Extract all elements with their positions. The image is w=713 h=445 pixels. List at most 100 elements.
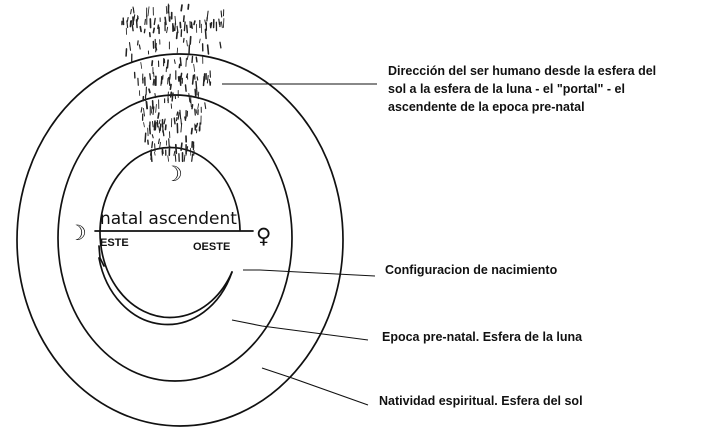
- hatch-stroke: [170, 74, 171, 79]
- hatch-stroke: [180, 110, 181, 118]
- hatch-stroke: [197, 77, 198, 80]
- hatch-stroke: [174, 151, 175, 155]
- moon-symbol-left: ☽: [68, 221, 87, 245]
- hatch-stroke: [177, 112, 178, 115]
- venus-symbol-right: ♀: [256, 224, 271, 248]
- hatch-stroke: [144, 123, 145, 127]
- hatch-stroke: [139, 45, 140, 49]
- hatch-stroke: [192, 56, 193, 62]
- hatch-stroke: [205, 103, 206, 109]
- hatch-stroke: [152, 61, 153, 66]
- hatch-stroke: [192, 154, 193, 161]
- hatch-stroke: [184, 16, 185, 22]
- hatch-stroke: [179, 65, 180, 68]
- hatch-stroke: [150, 74, 151, 80]
- hatch-stroke: [132, 25, 133, 31]
- hatch-stroke: [160, 142, 161, 148]
- hatch-stroke: [189, 94, 190, 102]
- hatch-stroke: [144, 108, 145, 116]
- hatch-stroke: [154, 18, 155, 24]
- moon-symbol-top: ☽: [164, 162, 183, 186]
- label-spiritual-nativity: Natividad espiritual. Esfera del sol: [379, 394, 583, 408]
- hatch-stroke: [205, 29, 206, 38]
- hatch-stroke: [193, 75, 194, 84]
- hatch-stroke: [177, 48, 178, 54]
- label-direction-line-2: sol a la esfera de la luna - el "portal"…: [388, 82, 625, 96]
- hatch-stroke: [156, 43, 157, 52]
- hatch-stroke: [170, 85, 171, 90]
- hatch-stroke: [181, 5, 182, 11]
- hatch-stroke: [219, 19, 220, 24]
- hatch-stroke: [145, 133, 146, 142]
- hatch-stroke: [154, 121, 155, 130]
- hatch-stroke: [153, 79, 154, 85]
- hatch-stroke: [153, 122, 154, 127]
- hatch-stroke: [198, 104, 199, 109]
- hatch-stroke: [167, 60, 168, 68]
- hatch-stroke: [186, 85, 187, 91]
- hatch-stroke: [188, 5, 189, 10]
- hatch-stroke: [187, 25, 188, 32]
- hatch-stroke: [221, 22, 222, 28]
- label-prenatal-epoch: Epoca pre-natal. Esfera de la luna: [382, 330, 583, 344]
- hatch-stroke: [191, 24, 192, 27]
- hatch-stroke: [196, 82, 197, 90]
- hatch-stroke: [127, 21, 128, 28]
- hatch-stroke: [180, 77, 181, 86]
- hatch-stroke: [195, 89, 196, 97]
- hatch-stroke: [176, 145, 177, 154]
- hatch-stroke: [171, 92, 172, 97]
- hatch-stroke: [159, 139, 160, 144]
- hatch-stroke: [168, 156, 169, 162]
- leader-nativity: [262, 368, 368, 405]
- hatch-stroke: [152, 135, 153, 138]
- hatch-stroke: [191, 100, 192, 107]
- hatch-stroke: [196, 57, 197, 62]
- label-birth-configuration: Configuracion de nacimiento: [385, 263, 558, 277]
- hatch-stroke: [144, 29, 145, 32]
- hatch-stroke: [148, 7, 149, 16]
- hatch-stroke: [138, 41, 139, 45]
- hatch-stroke: [192, 105, 193, 109]
- hatch-stroke: [127, 18, 128, 22]
- hatch-stroke: [159, 120, 160, 124]
- hatch-stroke: [162, 148, 163, 153]
- hatch-stroke: [192, 129, 193, 134]
- hatch-stroke: [221, 11, 222, 17]
- hatch-stroke: [145, 19, 146, 24]
- hatch-stroke: [153, 28, 154, 32]
- hatch-stroke: [196, 124, 197, 127]
- hatch-stroke: [156, 104, 157, 112]
- hatch-stroke: [152, 142, 153, 148]
- label-direction-line-1: Dirección del ser humano desde la esfera…: [388, 64, 656, 78]
- hatch-stroke: [175, 155, 176, 162]
- portal-hatching: [122, 4, 224, 161]
- hatch-stroke: [140, 27, 141, 32]
- hatch-stroke: [158, 113, 159, 118]
- hatch-stroke: [174, 60, 175, 64]
- hatch-stroke: [198, 92, 199, 99]
- hatch-stroke: [159, 127, 160, 133]
- hatch-stroke: [169, 139, 170, 148]
- west-label: OESTE: [193, 241, 230, 253]
- hatch-stroke: [200, 39, 201, 43]
- hatch-stroke: [155, 152, 156, 155]
- hatch-stroke: [187, 147, 188, 152]
- hatch-stroke: [194, 64, 195, 71]
- hatch-stroke: [220, 42, 221, 48]
- hatch-stroke: [149, 89, 150, 92]
- hatch-stroke: [178, 113, 179, 119]
- label-direction-line-3: ascendente de la epoca pre-natal: [388, 100, 585, 114]
- hatch-stroke: [195, 109, 196, 115]
- hatch-stroke: [185, 117, 186, 120]
- hatch-stroke: [177, 32, 178, 38]
- hatch-stroke: [209, 79, 210, 85]
- leader-prenatal: [232, 320, 368, 340]
- hatch-stroke: [205, 20, 206, 25]
- hatch-stroke: [204, 77, 205, 86]
- hatch-stroke: [130, 43, 131, 51]
- hatch-stroke: [190, 37, 191, 44]
- hatch-stroke: [187, 56, 188, 60]
